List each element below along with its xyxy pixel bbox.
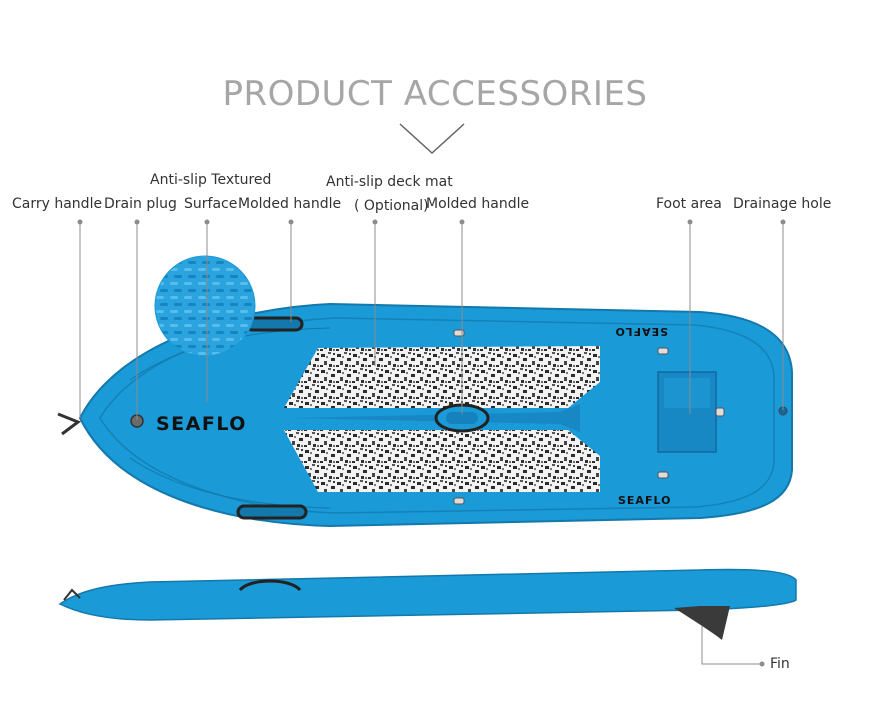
brand-logo-side-flipped: SEAFLO <box>615 325 668 338</box>
deck-mat-lower <box>284 430 600 492</box>
side-handle-bottom <box>236 504 308 520</box>
label-anti-slip-deck-mat-1: Anti-slip deck mat <box>326 174 453 190</box>
label-fin: Fin <box>770 656 790 672</box>
label-drain-plug: Drain plug <box>104 196 177 212</box>
label-anti-slip-textured-1: Anti-slip Textured <box>150 172 272 188</box>
label-anti-slip-deck-mat-2: ( Optional) <box>354 198 429 214</box>
chevron-down-icon <box>399 123 465 155</box>
label-anti-slip-textured-2: Surface <box>184 196 238 212</box>
fin <box>674 606 730 640</box>
callout-lines <box>77 219 786 667</box>
texture-zoom-circle <box>154 255 256 357</box>
side-handle-top <box>244 316 304 332</box>
label-carry-handle: Carry handle <box>12 196 103 212</box>
board-top-view <box>57 302 793 528</box>
label-foot-area: Foot area <box>656 196 722 212</box>
brand-logo-side: SEAFLO <box>618 494 671 507</box>
deck-mat-upper <box>284 346 600 408</box>
carry-handle <box>57 412 82 436</box>
label-drainage-hole: Drainage hole <box>733 196 832 212</box>
brand-logo-main: SEAFLO <box>156 413 247 435</box>
page-title: PRODUCT ACCESSORIES <box>222 74 648 114</box>
label-molded-handle-left: Molded handle <box>238 196 342 212</box>
board-side-view <box>58 568 797 640</box>
label-molded-handle-center: Molded handle <box>426 196 530 212</box>
